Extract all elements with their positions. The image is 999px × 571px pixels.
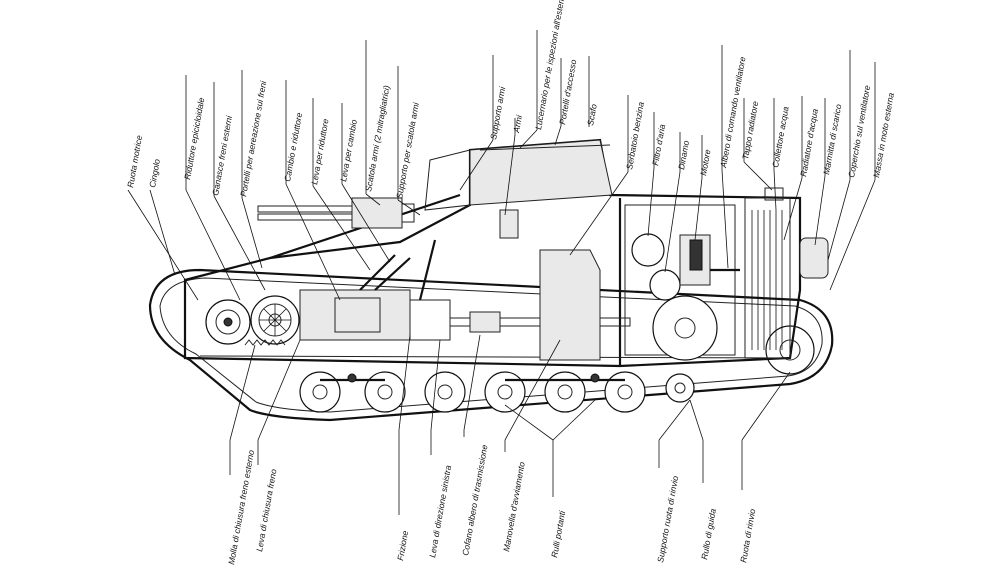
label-cingolo: Cingolo bbox=[147, 158, 162, 188]
label-filtro-aria: Filtro d'aria bbox=[650, 123, 667, 166]
label-rullo-guida: Rullo di guida bbox=[699, 508, 718, 561]
label-leva-riduttore: Leva per riduttore bbox=[309, 118, 330, 186]
label-cofano-albero: Cofano albero di trasmissione bbox=[460, 444, 489, 557]
label-scatola-armi: Scatola armi (2 mitragliatrici) bbox=[363, 84, 392, 192]
label-supporto-armi: Supporto armi bbox=[488, 85, 507, 140]
gearbox bbox=[244, 239, 631, 346]
label-leva-chiusura-freno: Leva di chiusura freno bbox=[254, 468, 278, 552]
label-armi: Armi bbox=[511, 113, 524, 134]
guns bbox=[257, 197, 519, 239]
label-manovella-avviamento: Manovella d'avviamento bbox=[501, 461, 527, 553]
bottom-labels: Molla di chiusura freno esterno Leva di … bbox=[226, 444, 757, 566]
label-marmitta-scarico: Marmitta di scarico bbox=[821, 103, 843, 175]
engine bbox=[624, 204, 740, 361]
label-rulli-portanti: Rulli portanti bbox=[549, 509, 567, 558]
label-leva-direzione-sinistra: Leva di direzione sinistra bbox=[427, 464, 453, 558]
label-tappo-radiatore: Tappo radiatore bbox=[740, 100, 760, 160]
label-dinamo: Dinamo bbox=[676, 139, 691, 170]
label-radiatore-acqua: Radiatore d'acqua bbox=[798, 108, 820, 178]
label-portelli-aereazione: Portelli per aereazione sui freni bbox=[238, 79, 268, 197]
label-motore: Motore bbox=[698, 148, 712, 176]
label-ruota-rinvio: Ruota di rinvio bbox=[738, 508, 757, 564]
epicyclic-reducer bbox=[250, 295, 300, 345]
label-portelli-accesso: Portelli d'accesso bbox=[557, 58, 578, 125]
top-leader-lines bbox=[127, 30, 876, 301]
road-wheels bbox=[299, 371, 695, 413]
superstructure bbox=[424, 139, 613, 211]
bottom-leader-lines bbox=[229, 334, 791, 515]
fuel-tank bbox=[539, 249, 601, 361]
label-collettore-acqua: Collettore acqua bbox=[770, 105, 791, 168]
label-leva-cambio: Leva per cambio bbox=[338, 118, 359, 182]
label-ruota-motrice: Ruota motrice bbox=[125, 134, 144, 188]
label-frizione: Frizione bbox=[395, 530, 410, 562]
radiator bbox=[744, 187, 829, 359]
label-cambio-riduttore: Cambio e riduttore bbox=[282, 111, 304, 182]
label-serbatoio-benzina: Serbatoio benzina bbox=[624, 101, 646, 170]
track bbox=[148, 268, 834, 422]
drive-sprocket bbox=[205, 299, 251, 345]
label-molla-chiusura-freno: Molla di chiusura freno esterno bbox=[226, 449, 256, 565]
label-scafo: Scafo bbox=[585, 103, 599, 126]
label-supporto-ruota-rinvio: Supporto ruota di rinvio bbox=[655, 475, 680, 564]
